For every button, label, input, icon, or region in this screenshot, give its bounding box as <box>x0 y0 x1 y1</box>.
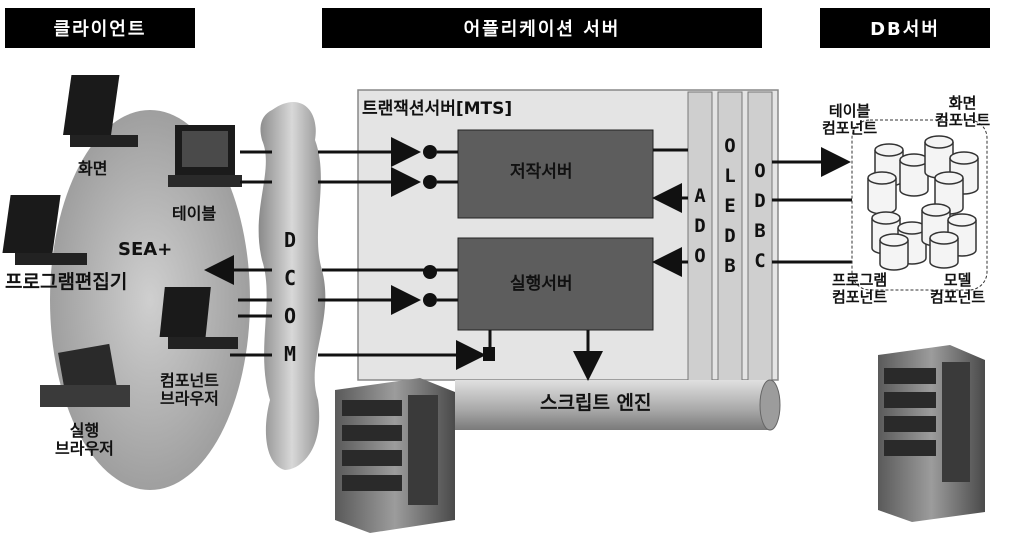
label-editor-product: SEA+ <box>118 240 172 261</box>
label-screen-component: 화면 컴포넌트 <box>935 95 990 130</box>
dcom-label: D C O M <box>284 228 296 366</box>
label-screen: 화면 <box>78 160 107 178</box>
script-engine-label: 스크립트 엔진 <box>540 393 652 415</box>
ado-label: A D O <box>690 185 710 267</box>
label-model-component: 모델 컴포넌트 <box>930 272 985 307</box>
label-component-browser: 컴포넌트 브라우저 <box>160 372 219 409</box>
desktop-monitor-icon <box>168 125 242 187</box>
oledb-label: O L E D B <box>720 135 740 277</box>
label-table-component: 테이블 컴포넌트 <box>822 103 877 138</box>
app-server-tower-icon <box>335 378 455 533</box>
label-exec-browser: 실행 브라우저 <box>55 422 114 459</box>
exec-server-label: 실행서버 <box>510 275 573 295</box>
laptop-icon <box>63 75 138 147</box>
label-editor: 프로그램편집기 <box>5 272 127 294</box>
odbc-label: O D B C <box>750 160 770 272</box>
db-server-tower-icon <box>878 345 985 522</box>
label-table: 테이블 <box>172 205 216 223</box>
label-program-component: 프로그램 컴포넌트 <box>832 272 887 307</box>
mts-title: 트랜잭션서버[MTS] <box>362 100 512 120</box>
store-server-label: 저작서버 <box>510 163 573 183</box>
